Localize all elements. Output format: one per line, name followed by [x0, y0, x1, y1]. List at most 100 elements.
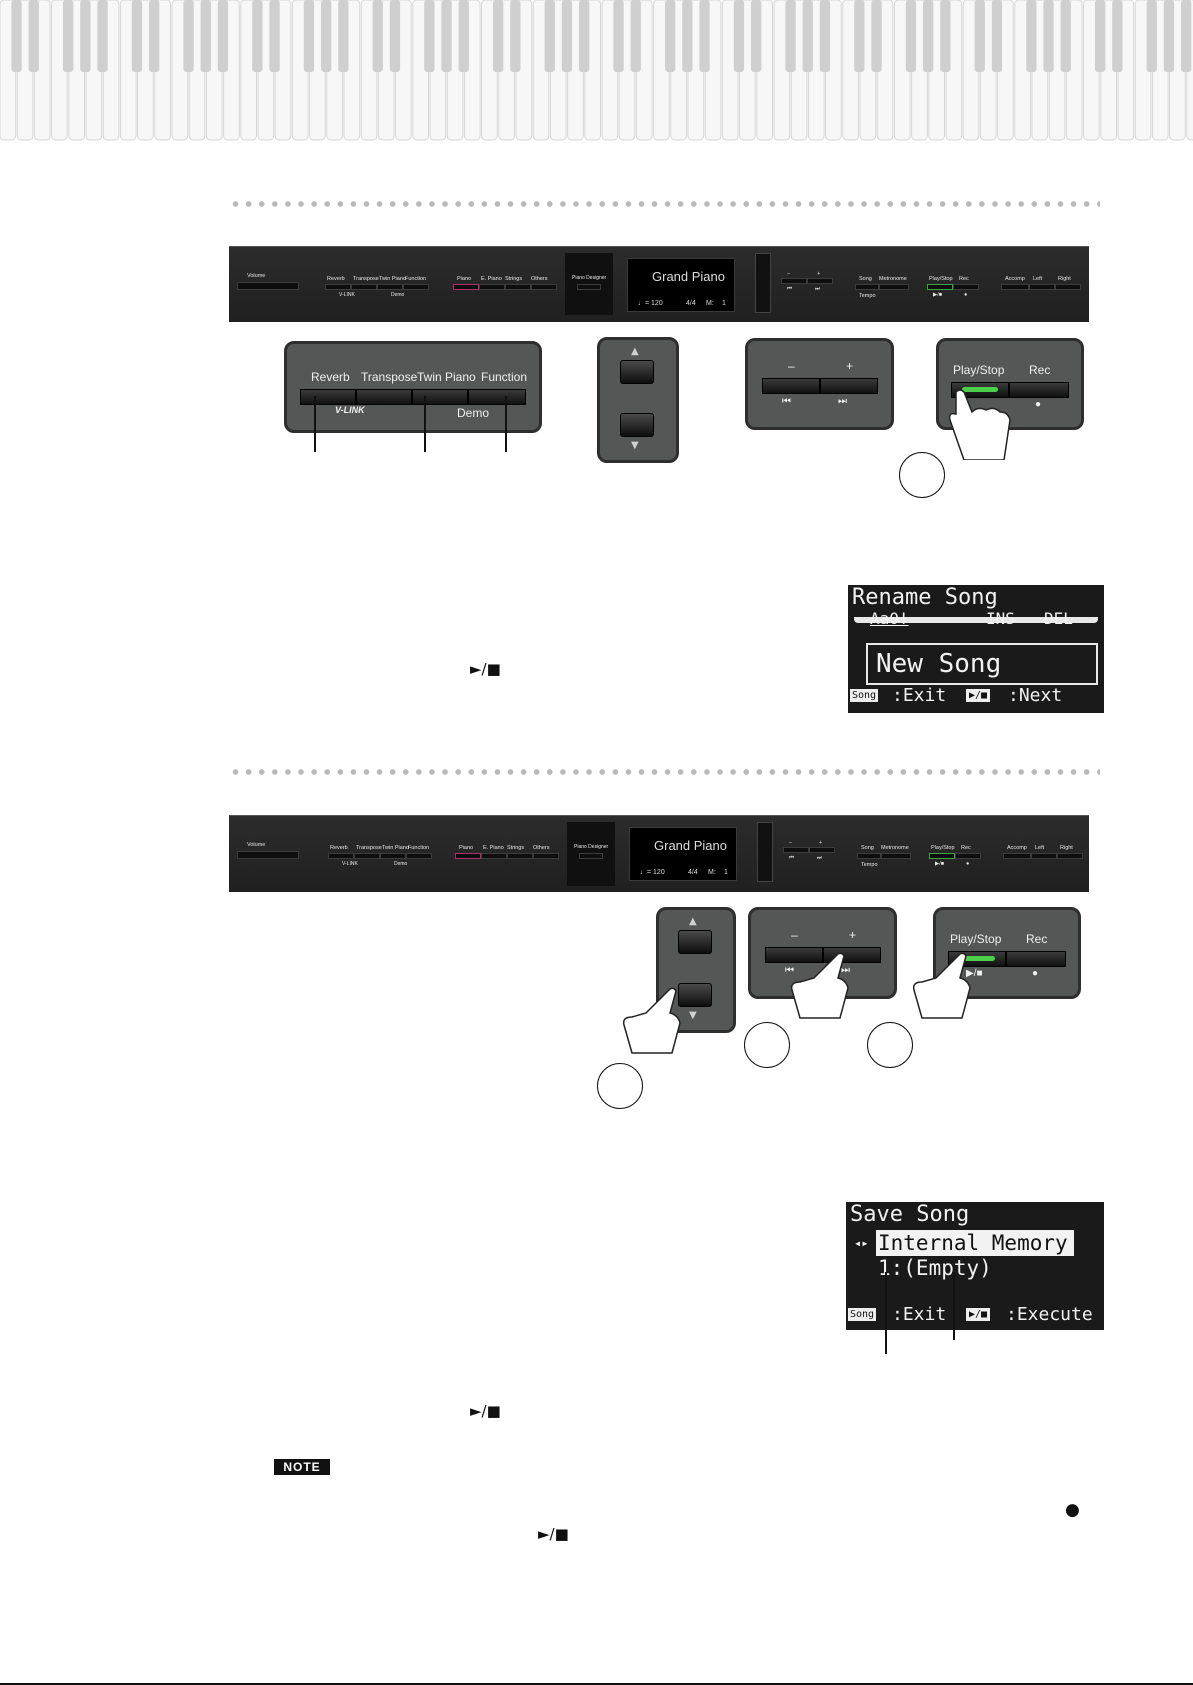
left-button[interactable] [1029, 284, 1055, 290]
rename-field[interactable]: New Song [866, 643, 1098, 685]
main-display: Grand Piano ♩= 120 4/4 M: 1 [627, 258, 735, 312]
rec-button[interactable] [953, 284, 979, 290]
play-stop-symbol: ▶/■ [935, 861, 945, 867]
reverb-button[interactable] [325, 284, 351, 290]
black-key [1043, 0, 1054, 72]
rewind-label: ⏮ [789, 855, 794, 861]
reverb-label: Reverb [327, 276, 345, 282]
zoom-plus-button[interactable] [820, 378, 878, 394]
section-divider [229, 769, 1100, 775]
play-stop-button[interactable] [929, 853, 955, 859]
rec-dot-symbol: ● [1065, 1500, 1080, 1520]
zoom-twin-piano-button[interactable] [412, 389, 468, 405]
zoom-rec-dot-icon: ● [1035, 399, 1042, 410]
e-piano-label: E. Piano [481, 276, 502, 282]
others-button[interactable] [531, 284, 557, 290]
volume-label: Volume [247, 273, 266, 279]
cursor-buttons[interactable] [755, 253, 771, 313]
piano-button[interactable] [453, 284, 479, 290]
zoom-rec-button[interactable] [1009, 382, 1069, 398]
left-label: Left [1035, 845, 1045, 851]
accomp-button[interactable] [1003, 853, 1031, 859]
pressing-hand-icon [912, 952, 971, 1019]
cursor-buttons[interactable] [757, 822, 773, 882]
black-key [613, 0, 624, 72]
plus-button[interactable] [807, 278, 833, 284]
display-measure: 1 [724, 869, 728, 876]
function-button[interactable] [403, 284, 429, 290]
zoom-cursor-buttons: ▲ ▼ [597, 337, 679, 463]
display-measure: 1 [722, 300, 726, 307]
right-button[interactable] [1057, 853, 1083, 859]
e-piano-label: E. Piano [483, 845, 504, 851]
others-button[interactable] [533, 853, 559, 859]
zoom-demo-label: Demo [457, 406, 490, 420]
black-key [871, 0, 882, 72]
song-button[interactable] [855, 284, 879, 290]
memory-selector[interactable]: Internal Memory [876, 1230, 1074, 1256]
e-piano-button[interactable] [481, 853, 507, 859]
strings-button[interactable] [505, 284, 531, 290]
zoom-transpose-button[interactable] [356, 389, 412, 405]
zoom-down-button[interactable] [678, 983, 712, 1007]
e-piano-button[interactable] [479, 284, 505, 290]
volume-slider[interactable] [237, 282, 299, 290]
black-key [149, 0, 160, 72]
function-button[interactable] [406, 853, 432, 859]
minus-button[interactable] [781, 278, 807, 284]
zoom-rec-button[interactable] [1006, 951, 1066, 967]
left-button[interactable] [1031, 853, 1057, 859]
black-key [785, 0, 796, 72]
callout-line [424, 396, 426, 452]
black-key [905, 0, 917, 72]
fast-forward-label: ⏭ [817, 855, 822, 861]
reverb-button[interactable] [328, 853, 354, 859]
song-button[interactable] [857, 853, 881, 859]
black-key [372, 0, 383, 72]
zoom-up-button[interactable] [678, 930, 712, 954]
song-key-label: Song [848, 1308, 877, 1321]
tempo-label: Tempo [861, 862, 878, 868]
zoom-minus-button[interactable] [762, 378, 820, 394]
play-stop-label: Play/Stop [931, 845, 955, 851]
pressing-hand-icon [948, 389, 1011, 460]
twin-piano-button[interactable] [380, 853, 406, 859]
black-key [424, 0, 435, 72]
zoom-down-button[interactable] [620, 413, 654, 437]
play-stop-label: Play/Stop [929, 276, 953, 282]
piano-button[interactable] [455, 853, 481, 859]
strings-button[interactable] [507, 853, 533, 859]
play-stop-button[interactable] [927, 284, 953, 290]
rec-label: Rec [961, 845, 971, 851]
black-key [1095, 0, 1106, 72]
transpose-button[interactable] [354, 853, 380, 859]
zoom-minus-button[interactable] [765, 947, 823, 963]
accomp-button[interactable] [1001, 284, 1029, 290]
transpose-button[interactable] [351, 284, 377, 290]
save-title: Save Song [850, 1202, 970, 1227]
function-label: Function [408, 845, 430, 851]
play-stop-symbol: ▶/■ [933, 292, 943, 298]
plus-button[interactable] [809, 847, 835, 853]
rec-button[interactable] [955, 853, 981, 859]
display-title: Grand Piano [654, 838, 727, 853]
zoom-up-button[interactable] [620, 360, 654, 384]
keyboard-graphic [0, 0, 1193, 141]
right-label: Right [1058, 276, 1071, 282]
piano-designer-button[interactable] [579, 853, 603, 859]
black-key [217, 0, 229, 72]
black-key [252, 0, 263, 72]
twin-piano-button[interactable] [377, 284, 403, 290]
minus-button[interactable] [783, 847, 809, 853]
volume-slider[interactable] [237, 851, 299, 859]
metronome-button[interactable] [881, 853, 911, 859]
zoom-reverb-button[interactable] [300, 389, 356, 405]
metronome-button[interactable] [879, 284, 909, 290]
zoom-play-stop-label: Play/Stop [953, 363, 1005, 377]
display-tempo: ♩= 120 [638, 300, 663, 307]
black-key [321, 0, 332, 72]
zoom-function-button[interactable] [468, 389, 526, 405]
piano-designer-button[interactable] [577, 284, 601, 290]
black-key [493, 0, 504, 72]
right-button[interactable] [1055, 284, 1081, 290]
